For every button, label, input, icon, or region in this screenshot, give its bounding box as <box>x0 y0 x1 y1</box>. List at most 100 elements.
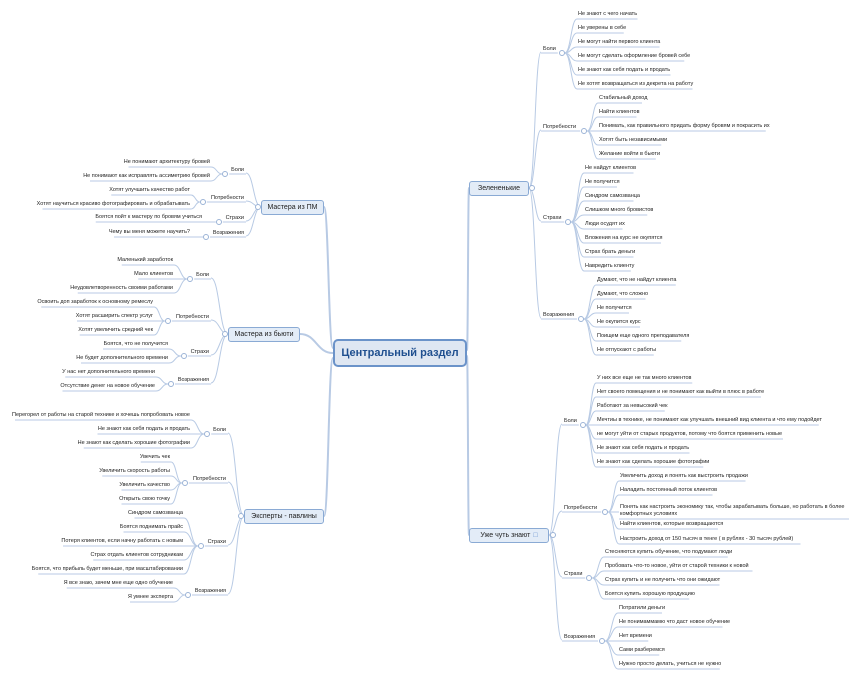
collapse-toggle[interactable] <box>203 234 209 240</box>
topic-item[interactable]: Страх купить и не получить что они ожида… <box>605 577 721 583</box>
topic-item[interactable]: Не знают как сделать хорошие фотографии <box>77 440 190 446</box>
collapse-toggle[interactable] <box>185 592 191 598</box>
collapse-toggle[interactable] <box>181 480 188 486</box>
category-strahi[interactable]: Страхи <box>543 215 562 221</box>
topic-item[interactable]: Думают, что не найдут клиента <box>597 277 677 283</box>
topic-item[interactable]: Не знают как себя подать и продать <box>578 67 671 73</box>
branch-uzhe-chut-znayut[interactable]: Уже чуть знают□ <box>469 528 549 543</box>
category-strahi[interactable]: Страхи <box>225 215 244 221</box>
topic-item[interactable]: Увеличить доход и понять как выстроить п… <box>620 473 748 479</box>
topic-item[interactable]: У нас нет дополнительного времени <box>62 369 155 375</box>
topic-item[interactable]: Стабильный доход <box>599 95 648 101</box>
topic-item[interactable]: Не понимают архитектуру бровей <box>123 159 210 165</box>
topic-item[interactable]: Хотят улучшить качество работ <box>109 187 190 193</box>
category-potrebnosti[interactable]: Потребности <box>175 314 209 320</box>
topic-item[interactable]: Понять как настроить экономику так, чтоб… <box>620 504 845 517</box>
branch-zelenenkie[interactable]: Зелененькие <box>469 181 529 196</box>
topic-item[interactable]: Нет своего помещения и не понимают как в… <box>597 389 765 395</box>
category-strahi[interactable]: Страхи <box>564 571 583 577</box>
topic-item[interactable]: Освоить доп заработок к основному ремесл… <box>37 299 153 305</box>
category-vozrazheniya[interactable]: Возражения <box>177 377 209 383</box>
collapse-toggle[interactable] <box>579 422 586 428</box>
collapse-toggle[interactable] <box>222 171 229 177</box>
collapse-toggle[interactable] <box>187 276 194 282</box>
topic-item[interactable]: Я умнее эксперта <box>127 594 173 600</box>
category-vozrazheniya[interactable]: Возражения <box>194 588 226 594</box>
topic-item[interactable]: Не знают как себя подать и продать <box>597 445 690 451</box>
collapse-toggle[interactable] <box>168 381 174 387</box>
topic-item[interactable]: Боятся, что не получится <box>103 341 168 347</box>
collapse-toggle[interactable] <box>558 50 565 56</box>
collapse-toggle[interactable] <box>199 199 206 205</box>
topic-item[interactable]: Пробовать что-то новое, уйти от старой т… <box>605 563 749 569</box>
topic-item[interactable]: Люди осудят их <box>585 221 625 227</box>
collapse-toggle[interactable] <box>215 219 222 225</box>
topic-item[interactable]: Думают, что сложно <box>597 291 649 297</box>
topic-item[interactable]: Перегорел от работы на старой технике и … <box>12 412 190 418</box>
topic-item[interactable]: Найти клиентов, которые возвращаются <box>620 521 724 527</box>
category-strahi[interactable]: Страхи <box>207 539 226 545</box>
category-boli[interactable]: Боли <box>196 272 209 278</box>
topic-item[interactable]: Не знают как сделать хорошие фотографии <box>597 459 710 465</box>
topic-item[interactable]: Маленький заработок <box>117 257 173 263</box>
topic-item[interactable]: Слишком много бровистов <box>585 207 654 213</box>
topic-item[interactable]: Увеличить скорость работы <box>99 468 170 474</box>
topic-item[interactable]: Поищем еще одного преподавателя <box>597 333 690 339</box>
topic-item[interactable]: Не знают с чего начать <box>578 11 638 17</box>
category-boli[interactable]: Боли <box>564 418 577 424</box>
topic-item[interactable]: Вложения на курс не окупятся <box>585 235 663 241</box>
collapse-toggle[interactable] <box>550 532 556 538</box>
topic-item[interactable]: Не хотят возвращаться из декрета на рабо… <box>578 81 694 87</box>
category-potrebnosti[interactable]: Потребности <box>192 476 226 482</box>
topic-item[interactable]: Не могут сделать оформление бровей себе <box>578 53 691 59</box>
topic-item[interactable]: Нет времени <box>619 633 652 639</box>
topic-item[interactable]: Боятся поднимать прайс <box>119 524 183 530</box>
topic-item[interactable]: Хотят научиться красиво фотографировать … <box>36 201 190 207</box>
topic-item[interactable]: Понимать, как правильного придать форму … <box>599 123 770 129</box>
collapse-toggle[interactable] <box>255 204 261 210</box>
topic-item[interactable]: Синдром самозванца <box>585 193 640 199</box>
topic-item[interactable]: Не уверены в себе <box>578 25 627 31</box>
topic-item[interactable]: Хотят расширить спектр услуг <box>75 313 153 319</box>
topic-item[interactable]: Сами разберемся <box>619 647 665 653</box>
topic-item[interactable]: Боятся купить хорошую продукцию <box>605 591 695 597</box>
topic-item[interactable]: Не отпускают с работы <box>597 347 657 353</box>
topic-item[interactable]: Не будет дополнительного времени <box>76 355 168 361</box>
collapse-toggle[interactable] <box>204 431 211 437</box>
collapse-toggle[interactable] <box>164 318 171 324</box>
collapse-toggle[interactable] <box>222 331 228 337</box>
topic-item[interactable]: Не окупится курс <box>597 319 641 325</box>
topic-item[interactable]: У них все еще не так много клиентов <box>597 375 692 381</box>
topic-item[interactable]: Не знают как себя подать и продать <box>97 426 190 432</box>
collapse-toggle[interactable] <box>602 509 609 515</box>
topic-item[interactable]: Наладить постоянный поток клиентов <box>620 487 718 493</box>
topic-item[interactable]: Не могут найти первого клиента <box>578 39 661 45</box>
category-strahi[interactable]: Страхи <box>190 349 209 355</box>
collapse-toggle[interactable] <box>565 219 572 225</box>
category-vozrazheniya[interactable]: Возражения <box>212 230 244 236</box>
topic-item[interactable]: Открыть свою точку <box>119 496 170 502</box>
topic-item[interactable]: Не получится <box>585 179 620 185</box>
topic-item[interactable]: Страх брать деньги <box>585 249 636 255</box>
topic-item[interactable]: Не найдут клиентов <box>585 165 637 171</box>
topic-item[interactable]: Хотят увеличить средний чек <box>78 327 153 333</box>
category-potrebnosti[interactable]: Потребности <box>210 195 244 201</box>
category-potrebnosti[interactable]: Потребности <box>543 124 577 130</box>
category-potrebnosti[interactable]: Потребности <box>564 505 598 511</box>
topic-item[interactable]: Чему вы меня можете научить? <box>108 229 190 235</box>
collapse-toggle[interactable] <box>180 353 187 359</box>
topic-item[interactable]: Потеря клиентов, если начну работать с н… <box>61 538 183 544</box>
topic-item[interactable]: Синдром самозванца <box>128 510 183 516</box>
topic-item[interactable]: Навредить клиенту <box>585 263 635 269</box>
category-boli[interactable]: Боли <box>543 46 556 52</box>
topic-item[interactable]: Желание войти в бьюти <box>599 151 661 157</box>
topic-item[interactable]: Я все знаю, зачем мне еще одно обучение <box>63 580 173 586</box>
category-vozrazheniya[interactable]: Возражения <box>543 312 575 318</box>
topic-item[interactable]: не могут уйти от старых продуктов, потом… <box>597 431 783 437</box>
collapse-toggle[interactable] <box>238 513 244 519</box>
category-boli[interactable]: Боли <box>231 167 244 173</box>
topic-item[interactable]: Увеличить качество <box>119 482 170 488</box>
topic-item[interactable]: Нужно просто делать, учиться не нужно <box>619 661 722 667</box>
topic-item[interactable]: Работают за невысокий чек <box>597 403 668 409</box>
collapse-toggle[interactable] <box>599 638 605 644</box>
